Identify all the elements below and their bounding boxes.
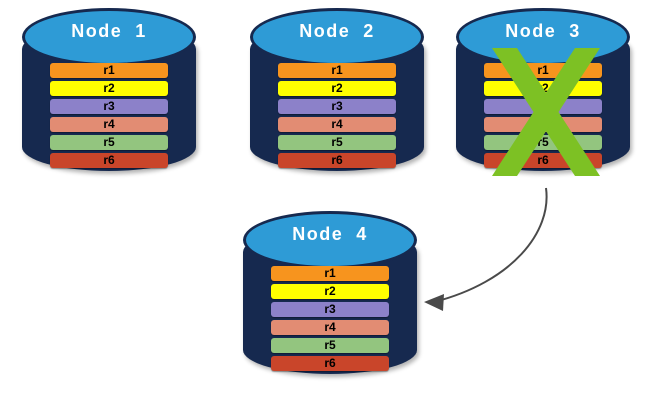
node-3-title: Node 3 <box>505 21 581 41</box>
node-3-row-r2: r2 <box>484 81 602 96</box>
node-2-row-r2: r2 <box>278 81 396 96</box>
node-4-row-r2: r2 <box>271 284 389 299</box>
node-3-row-r6: r6 <box>484 153 602 168</box>
node-3-rows: r1 r2 r3 r4 r5 r6 <box>484 63 602 171</box>
node-3-row-r5: r5 <box>484 135 602 150</box>
node-2-row-r1: r1 <box>278 63 396 78</box>
node-4-row-r3: r3 <box>271 302 389 317</box>
node-3-row-r4: r4 <box>484 117 602 132</box>
node-2-rows: r1 r2 r3 r4 r5 r6 <box>278 63 396 171</box>
node-4-cylinder-top <box>243 211 417 269</box>
node-2-row-r5: r5 <box>278 135 396 150</box>
node-2-title: Node 2 <box>299 21 375 41</box>
node-4-title: Node 4 <box>292 224 368 244</box>
node-4-row-r5: r5 <box>271 338 389 353</box>
node-4-row-r4: r4 <box>271 320 389 335</box>
node-2-row-r3: r3 <box>278 99 396 114</box>
node-2-row-r6: r6 <box>278 153 396 168</box>
node-1[interactable]: Node 1 r1 r2 r3 r4 r5 r6 <box>22 8 196 182</box>
node-3[interactable]: Node 3 r1 r2 r3 r4 r5 r6 <box>456 8 630 182</box>
node-2-cylinder-top <box>250 8 424 66</box>
node-1-rows: r1 r2 r3 r4 r5 r6 <box>50 63 168 171</box>
arrow-head-icon <box>424 294 444 311</box>
node-2-row-r4: r4 <box>278 117 396 132</box>
node-1-cylinder-top <box>22 8 196 66</box>
node-1-row-r4: r4 <box>50 117 168 132</box>
node-3-row-r3: r3 <box>484 99 602 114</box>
node-2[interactable]: Node 2 r1 r2 r3 r4 r5 r6 <box>250 8 424 182</box>
node-4-row-r1: r1 <box>271 266 389 281</box>
node-1-row-r1: r1 <box>50 63 168 78</box>
node-1-row-r5: r5 <box>50 135 168 150</box>
node-4-rows: r1 r2 r3 r4 r5 r6 <box>271 266 389 374</box>
node-1-title: Node 1 <box>71 21 147 41</box>
node-1-row-r2: r2 <box>50 81 168 96</box>
node-4-row-r6: r6 <box>271 356 389 371</box>
node-4[interactable]: Node 4 r1 r2 r3 r4 r5 r6 <box>243 211 417 385</box>
arrow-curve <box>433 187 548 303</box>
node-1-row-r3: r3 <box>50 99 168 114</box>
node-1-row-r6: r6 <box>50 153 168 168</box>
node-3-row-r1: r1 <box>484 63 602 78</box>
